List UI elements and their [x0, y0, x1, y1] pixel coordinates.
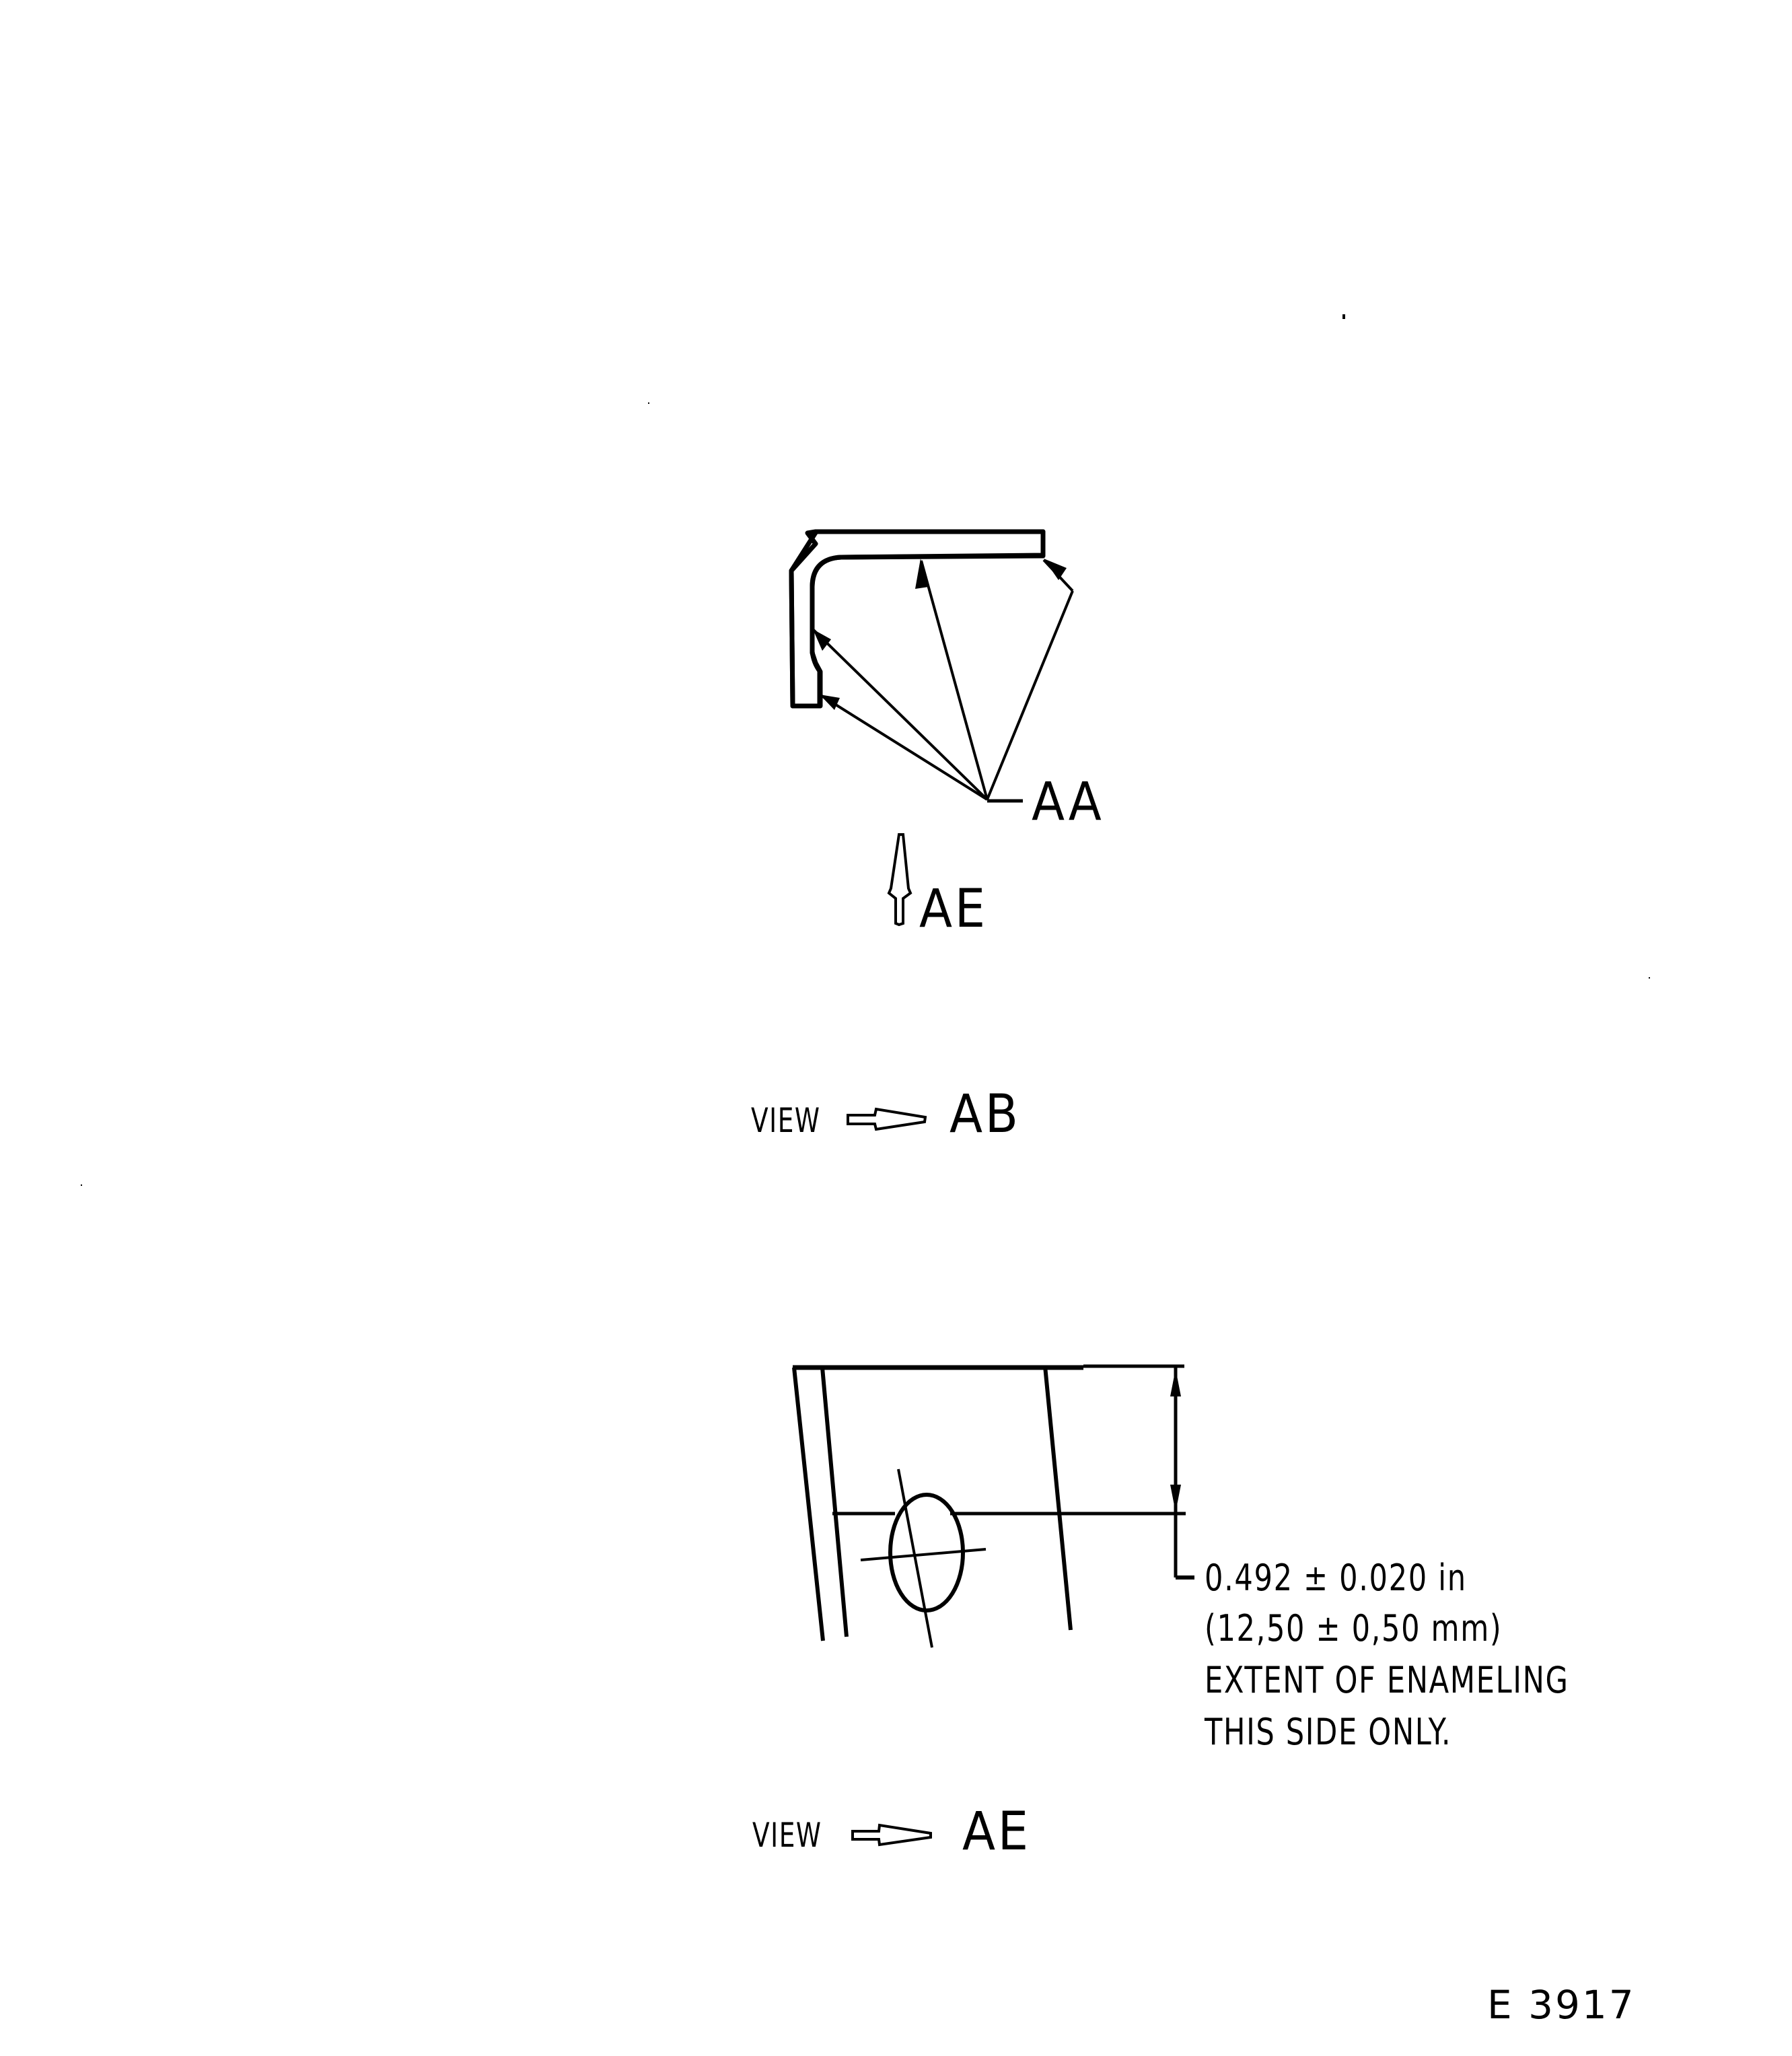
view-ab-caption-arrow [847, 1107, 927, 1131]
dimension-arrowheads [1170, 1369, 1181, 1512]
view-ae-face-drawing [792, 1364, 1194, 1648]
dimension-metric: (12,50 ± 0,50 mm) [1205, 1607, 1503, 1650]
bracket-outline [789, 529, 1046, 709]
leader-label-aa: AA [1032, 772, 1104, 832]
view-ab-caption-prefix: VIEW [751, 1101, 821, 1140]
view-ae-caption-letter: AE [962, 1802, 1031, 1862]
view-ae-caption-prefix: VIEW [752, 1816, 822, 1855]
note-extent-of-enameling: EXTENT OF ENAMELING [1205, 1659, 1569, 1701]
view-arrow-label-ae: AE [919, 879, 988, 940]
dimension-imperial: 0.492 ± 0.020 in [1205, 1557, 1467, 1599]
view-ae-direction-arrow [887, 833, 912, 927]
drawing-id: E 3917 [1487, 1982, 1636, 2028]
leader-lines-aa [812, 559, 1074, 803]
view-ab-caption-letter: AB [949, 1084, 1021, 1145]
scan-specks [81, 314, 1650, 1186]
view-ae-caption-arrow [851, 1823, 932, 1847]
note-this-side-only: THIS SIDE ONLY. [1205, 1711, 1452, 1753]
leader-arrowheads [813, 559, 1067, 710]
